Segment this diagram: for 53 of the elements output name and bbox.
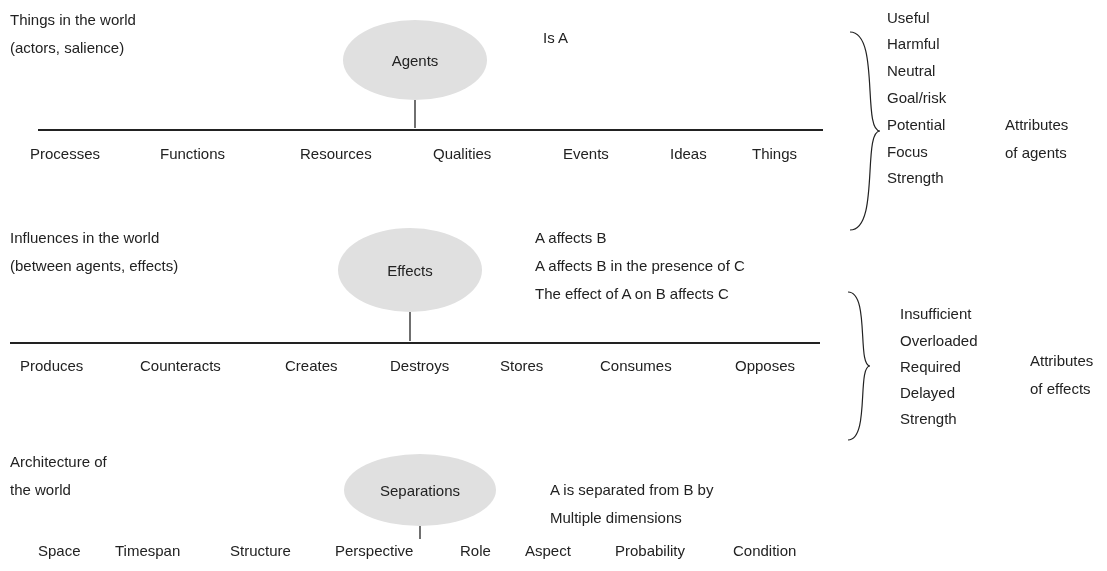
text-label: Goal/risk (887, 88, 947, 108)
text-label: Ideas (670, 144, 707, 164)
text-label: A affects B (535, 228, 607, 248)
text-label: The effect of A on B affects C (535, 284, 729, 304)
text-label: Produces (20, 356, 84, 376)
text-label: Influences in the world (between agents, effects) (10, 228, 180, 276)
text-label: Events (563, 144, 609, 164)
ellipse-node (343, 20, 487, 100)
text-label: Neutral (887, 61, 936, 81)
text-label: Destroys (390, 356, 450, 376)
ellipse-node (344, 454, 496, 526)
text-label: Potential (887, 115, 946, 135)
text-label: Qualities (433, 144, 492, 164)
text-label: Probability (615, 542, 686, 560)
text-label: Creates (285, 356, 338, 376)
text-label: Processes (30, 144, 101, 164)
text-label: Resources (300, 144, 372, 164)
text-label: Delayed (900, 383, 956, 403)
text-label: Structure (230, 542, 291, 560)
text-label: Aspect (525, 542, 571, 560)
ellipse-node (338, 228, 482, 312)
text-label: Focus (887, 142, 928, 162)
text-label: Architecture of the world (10, 452, 108, 500)
text-label: Condition (733, 542, 797, 560)
text-label: Counteracts (140, 356, 221, 376)
text-label: Consumes (600, 356, 672, 376)
text-label: Insufficient (900, 304, 972, 324)
text-label: Stores (500, 356, 544, 376)
text-label: Attributes of agents (1005, 115, 1070, 163)
text-label: Is A (543, 28, 568, 48)
text-label: Things (752, 144, 798, 164)
text-label: Useful (887, 8, 930, 28)
node-label: Agents (391, 51, 439, 69)
text-label: A affects B in the presence of C (535, 256, 745, 276)
node-label: Separations (379, 481, 461, 499)
text-label: Harmful (887, 34, 940, 54)
text-label: Strength (887, 168, 944, 188)
text-label: Required (900, 357, 961, 377)
text-label: Perspective (335, 542, 414, 560)
text-label: Space (38, 542, 81, 560)
text-label: A is separated from B by Multiple dimensions (550, 480, 715, 528)
connector-line (414, 99, 416, 129)
connector-line (419, 525, 421, 540)
text-label: Overloaded (900, 331, 978, 351)
text-label: Timespan (115, 542, 181, 560)
text-label: Strength (900, 409, 957, 429)
text-label: Attributes of effects (1030, 351, 1095, 399)
text-label: Opposes (735, 356, 796, 376)
text-label: Functions (160, 144, 226, 164)
text-label: Things in the world (actors, salience) (10, 10, 137, 58)
connector-line (409, 311, 411, 342)
text-label: Role (460, 542, 491, 560)
node-label: Effects (387, 261, 433, 279)
